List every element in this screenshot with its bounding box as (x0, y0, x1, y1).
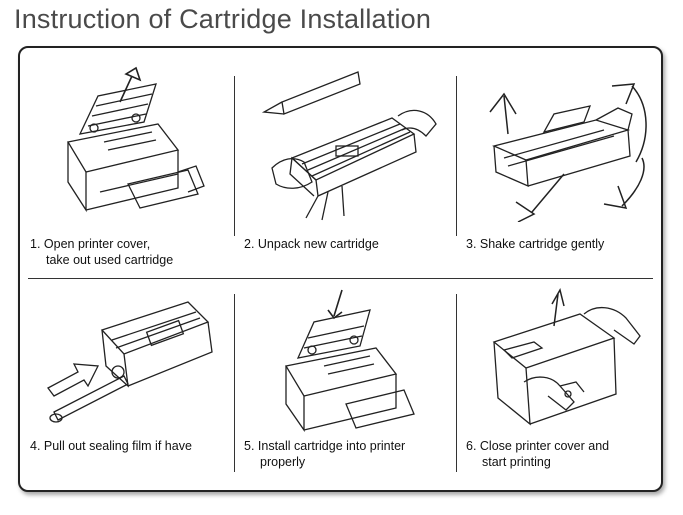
step-caption: 4. Pull out sealing film if have (30, 439, 192, 453)
step-6: 6. Close printer cover and start printin… (456, 278, 670, 498)
row-divider (28, 278, 653, 279)
unpack-cartridge-icon (261, 71, 437, 221)
column-divider (234, 294, 235, 472)
step-5: 5. Install cartridge into printer proper… (234, 278, 448, 498)
step-caption: 6. Close printer cover and start printin… (466, 439, 610, 469)
step-caption: 2. Unpack new cartridge (244, 237, 379, 251)
step-caption: 1. Open printer cover, take out used car… (30, 237, 174, 267)
step-2: 2. Unpack new cartridge (234, 48, 448, 268)
pull-seal-icon (47, 301, 213, 423)
step-3: 3. Shake cartridge gently (456, 48, 670, 268)
close-cover-icon (492, 288, 641, 426)
column-divider (456, 294, 457, 472)
instruction-panel: 1. Open printer cover, take out used car… (18, 46, 663, 492)
page-title: Instruction of Cartridge Installation (14, 4, 432, 34)
step-caption: 3. Shake cartridge gently (466, 237, 605, 251)
column-divider (234, 76, 235, 236)
install-cartridge-icon (284, 289, 415, 433)
step-caption: 5. Install cartridge into printer proper… (244, 439, 406, 469)
shake-cartridge-icon (489, 83, 647, 222)
step-4: 4. Pull out sealing film if have (20, 278, 234, 498)
open-printer-icon (66, 66, 205, 213)
column-divider (456, 76, 457, 236)
step-1: 1. Open printer cover, take out used car… (20, 48, 234, 268)
